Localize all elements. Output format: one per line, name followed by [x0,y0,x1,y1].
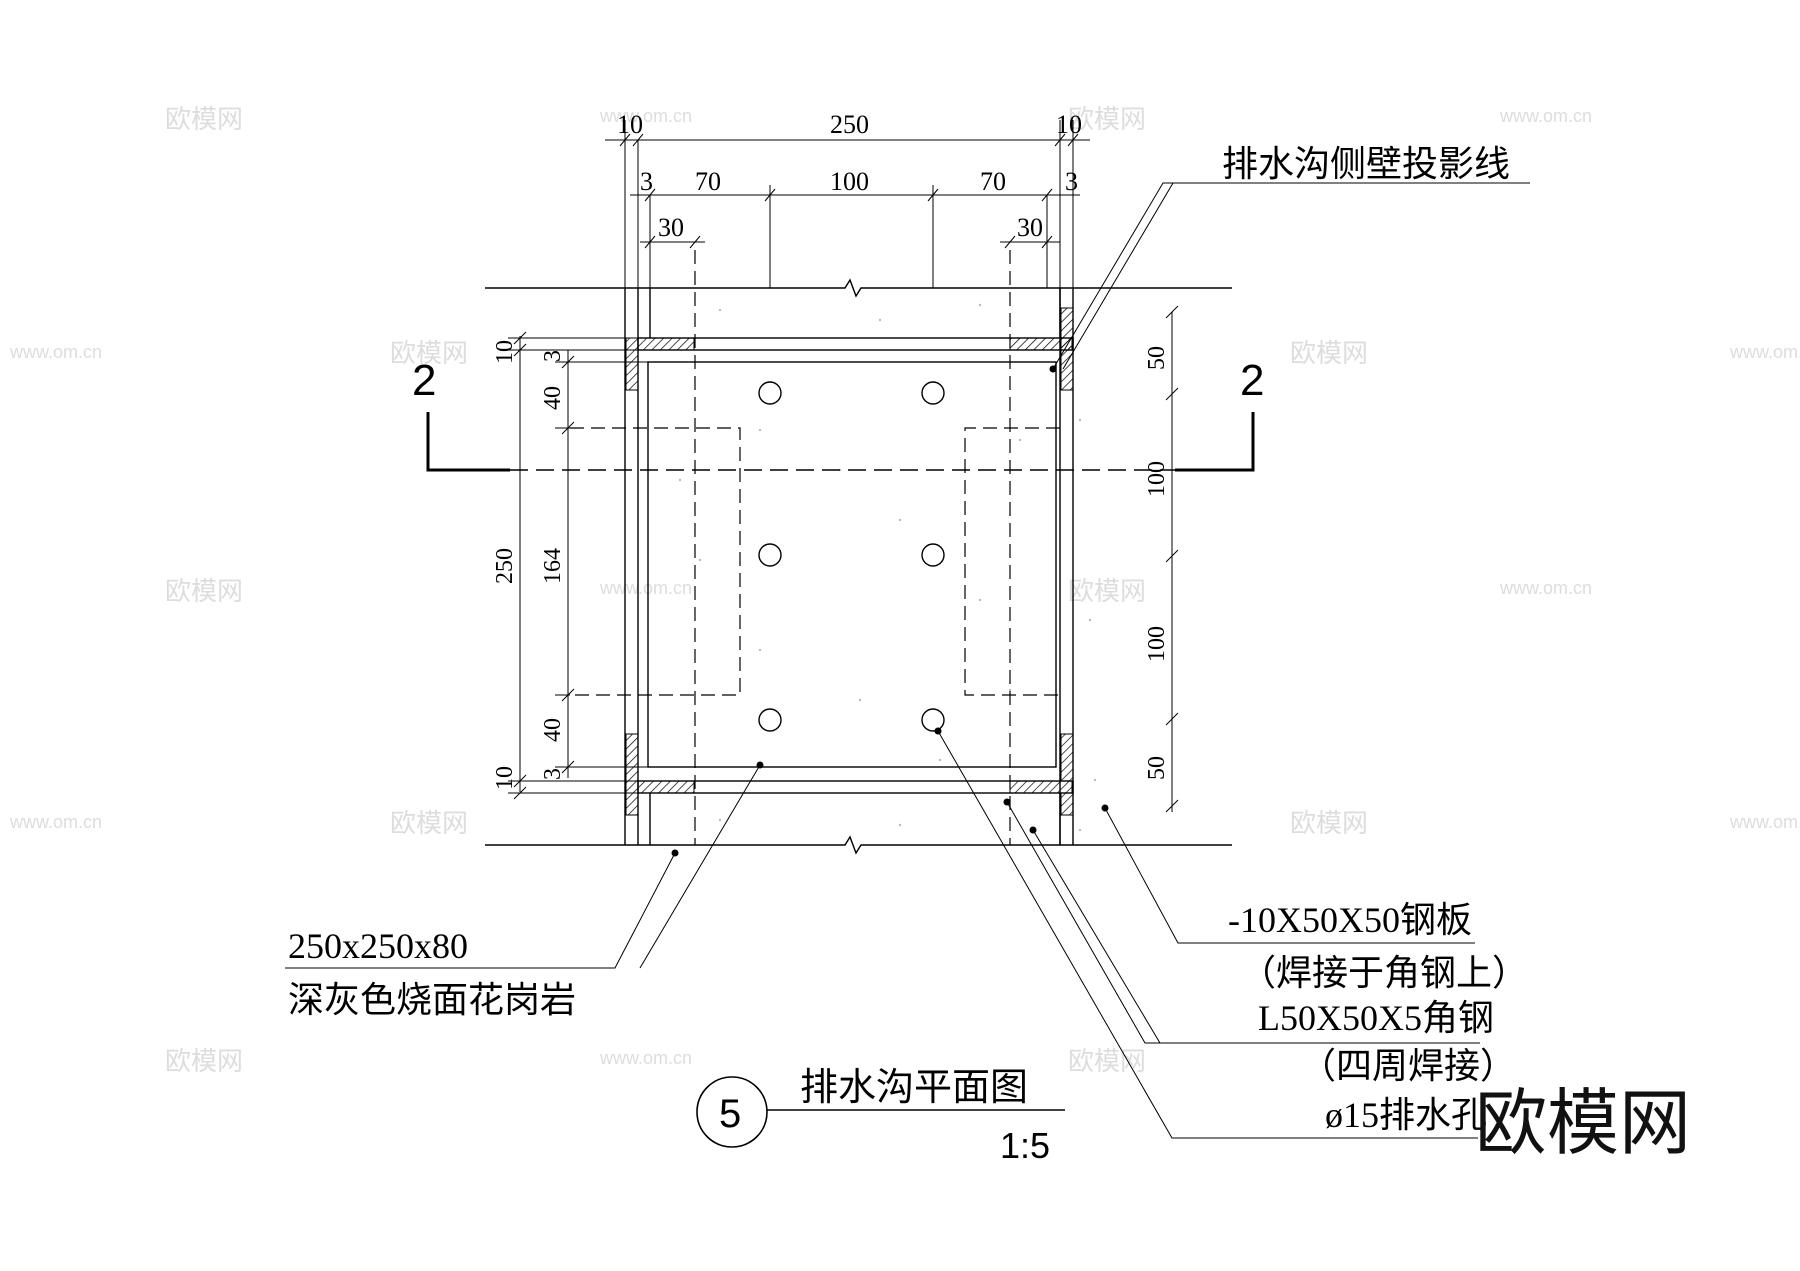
dim-top-row2-3: 70 [980,167,1006,196]
dim-top-row3-0: 30 [658,213,684,242]
dim-top-row2-4: 3 [1065,167,1078,196]
steel-plate-note: （焊接于角钢上） [1240,953,1528,994]
watermark-brand: 欧模网 [1068,577,1146,607]
granite-desc-label: 深灰色烧面花岗岩 [288,980,576,1021]
dim-right-2: 100 [1144,626,1170,662]
watermark-brand: 欧模网 [390,809,468,839]
ground-lines [485,278,1232,855]
detail-number-circle [696,1076,768,1148]
watermark-brand: 欧模网 [1068,105,1146,135]
dim-right-3: 50 [1144,756,1170,780]
dim-left-outer-0: 10 [492,340,518,364]
leader-lines [285,182,1530,1139]
dim-top-row1-0: 10 [617,110,643,139]
dim-left-inner-0: 3 [540,350,566,362]
dim-right-0: 50 [1144,346,1170,370]
dim-left-inner-3: 40 [540,718,566,742]
watermark-brand: 欧模网 [390,339,468,369]
watermark-url: www.om.cn [599,106,692,126]
watermark-url: www.om.cn [9,342,102,362]
watermark-brand: 欧模网 [1290,339,1368,369]
dim-top-row1-2: 10 [1056,110,1082,139]
section-mark-left: 2 [412,356,436,405]
dim-left-inner-4: 3 [540,768,566,780]
angle-steel-label: L50X50X5角钢 [1258,998,1494,1038]
dim-left-outer-1: 250 [492,548,518,584]
watermark-brand: 欧模网 [1290,809,1368,839]
side-wall-label: 排水沟侧壁投影线 [1222,144,1510,185]
drain-hole [758,381,782,405]
drawing-title: 排水沟平面图 [800,1065,1028,1109]
drain-hole [921,543,945,567]
granite-cover-plate [647,361,1057,768]
top-dimensions: 10 250 10 3 70 100 70 3 30 30 [605,110,1090,288]
angle-steel-frame [637,288,1074,845]
watermark-layer: 欧模网 www.om.cn 欧模网 www.om.cn www.om.cn 欧模… [9,105,1800,1077]
dim-top-row2-1: 70 [695,167,721,196]
detail-number: 5 [719,1092,741,1136]
dim-right-1: 100 [1144,461,1170,497]
dim-top-row3-1: 30 [1017,213,1043,242]
drain-holes [758,381,945,732]
watermark-url: www.om.cn [1729,812,1800,832]
granite-size-label: 250x250x80 [288,926,468,966]
section-mark-right: 2 [1240,356,1264,405]
watermark-logo-large: 欧模网 [1475,1081,1691,1165]
watermark-url: www.om.cn [1499,106,1592,126]
dim-left-inner-2: 164 [540,548,566,584]
drain-hole [921,381,945,405]
dim-left-inner-1: 40 [540,386,566,410]
dim-top-row1-1: 250 [830,110,869,139]
watermark-url: www.om.cn [9,812,102,832]
angle-steel-note: （四周焊接） [1300,1046,1516,1087]
watermark-url: www.om.cn [599,1048,692,1068]
callouts: 排水沟侧壁投影线 250x250x80 深灰色烧面花岗岩 -10X50X50钢板… [288,144,1528,1135]
left-dimensions: 10 250 10 3 40 164 40 3 [492,331,648,800]
steel-plate-hatch [625,307,1074,816]
watermark-url: www.om.cn [1499,578,1592,598]
concrete-hatch [678,303,1097,832]
drain-hole [758,708,782,732]
title-block: 5 排水沟平面图 1:5 [696,1065,1065,1166]
channel-outer-walls [624,288,1074,845]
watermark-brand: 欧模网 [165,105,243,135]
watermark-brand: 欧模网 [165,1047,243,1077]
right-dimensions: 50 100 100 50 [1144,305,1179,813]
watermark-brand: 欧模网 [1068,1047,1146,1077]
drain-hole [921,708,945,732]
hidden-lines [570,250,1060,845]
dim-top-row2-2: 100 [830,167,869,196]
drain-hole [758,543,782,567]
watermark-url: www.om.cn [599,578,692,598]
watermark-url: www.om.cn [1729,342,1800,362]
drawing-scale: 1:5 [1000,1125,1050,1166]
section-cut-2-2: 2 2 [412,356,1264,472]
dim-top-row2-0: 3 [640,167,653,196]
dim-left-outer-2: 10 [492,766,518,790]
watermark-brand: 欧模网 [165,577,243,607]
steel-plate-label: -10X50X50钢板 [1228,900,1472,940]
drain-hole-label: ø15排水孔 [1325,1095,1487,1135]
